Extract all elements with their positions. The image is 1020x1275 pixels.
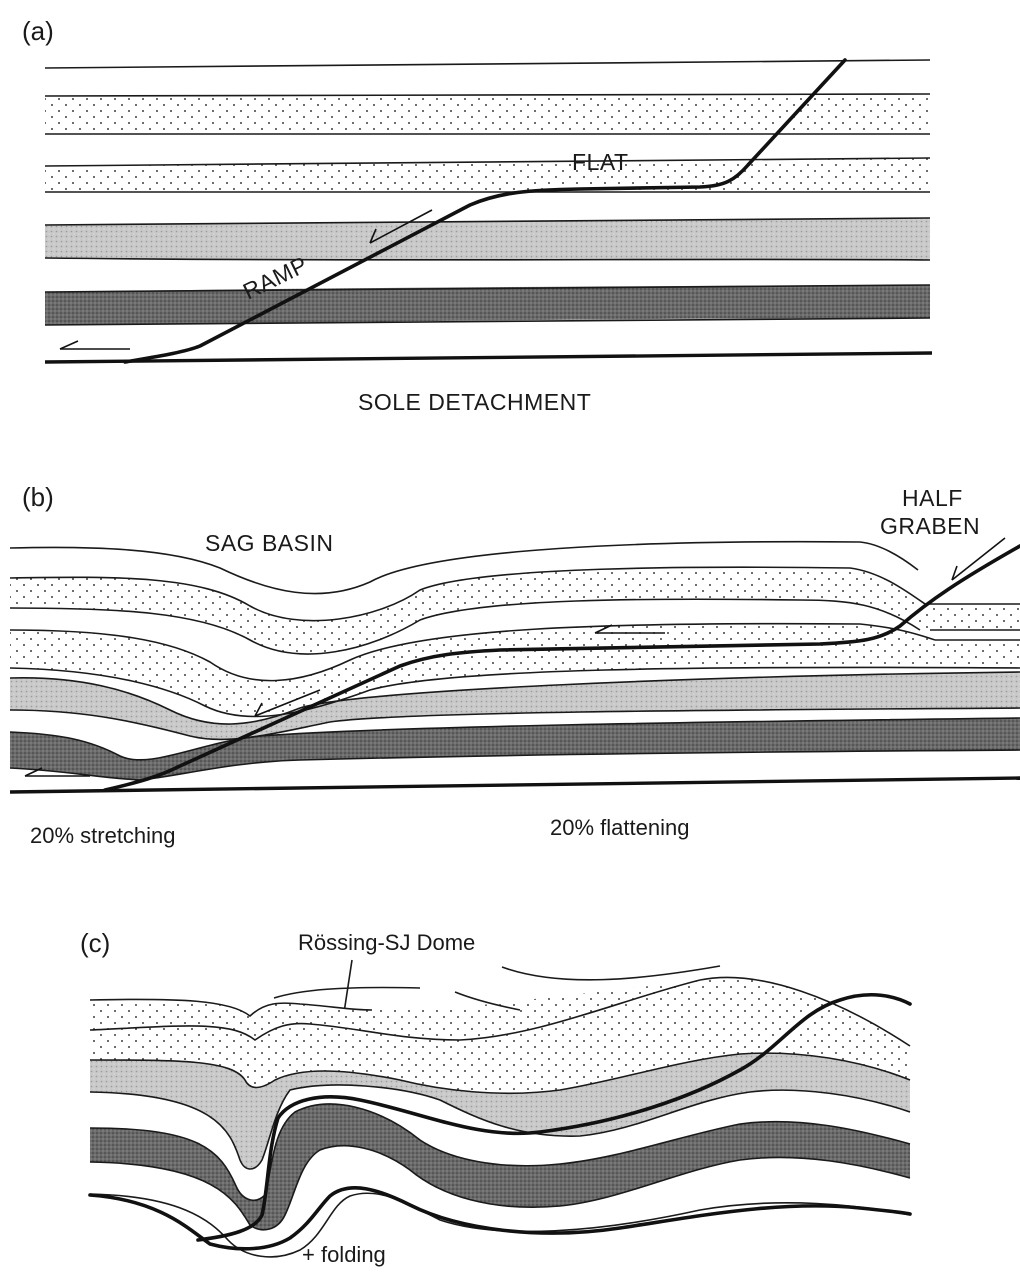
stipple-layer-lower (45, 158, 930, 192)
shear-arrow (951, 537, 1006, 581)
dark-gray-layer (10, 718, 1020, 780)
sole-detachment-caption: SOLE DETACHMENT (358, 389, 591, 415)
ramp-flat-fault (123, 58, 847, 364)
half-graben-label-line1: HALF (902, 485, 963, 511)
stipple-layer-lower (10, 623, 1020, 717)
folded-fault (196, 993, 912, 1242)
flat-label: FLAT (572, 149, 629, 175)
sole-detachment-line (44, 351, 933, 364)
panel-a: (a) RAMP FLAT SOLE DETACHMENT (22, 16, 933, 415)
folded-detachment (88, 1186, 912, 1251)
shear-arrow (24, 767, 90, 777)
light-gray-layer (45, 218, 930, 260)
shear-arrow (369, 209, 433, 244)
sag-basin-label: SAG BASIN (205, 530, 333, 556)
stipple-layer-upper (45, 94, 930, 134)
folding-caption: + folding (302, 1242, 386, 1267)
shear-arrow (594, 624, 665, 634)
listric-fault (103, 544, 1020, 792)
panel-a-label: (a) (22, 16, 54, 46)
dark-gray-layer (90, 1104, 910, 1230)
sole-detachment-line (9, 776, 1020, 794)
dark-gray-layer (45, 285, 930, 325)
bedding-line (44, 59, 931, 69)
panel-b: (b) (9, 482, 1020, 848)
light-gray-layer (10, 672, 1020, 740)
panel-c-label: (c) (80, 928, 110, 958)
stretching-caption: 20% stretching (30, 823, 176, 848)
stipple-layer-upper (10, 567, 1020, 654)
stipple-layer (90, 977, 910, 1094)
shear-arrow (59, 340, 130, 350)
flattening-caption: 20% flattening (550, 815, 689, 840)
dome-label: Rössing-SJ Dome (298, 930, 475, 955)
panel-b-label: (b) (22, 482, 54, 512)
light-gray-layer (90, 1053, 910, 1169)
shear-arrow (254, 689, 321, 717)
panel-c: (c) Rössing-SJ Dome + folding (80, 928, 912, 1267)
half-graben-label-line2: GRABEN (880, 513, 980, 539)
